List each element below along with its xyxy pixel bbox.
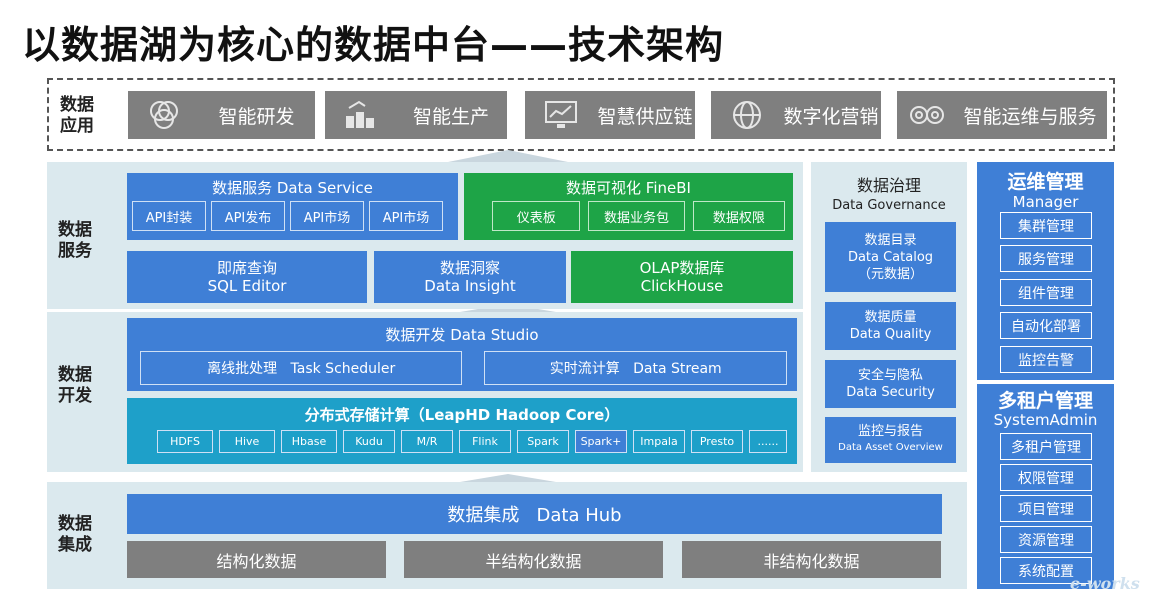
- asset-line2: Data Asset Overview: [838, 442, 943, 453]
- api-chip[interactable]: API市场: [369, 201, 443, 231]
- sysadmin-item[interactable]: 系统配置: [1000, 557, 1092, 584]
- security-line1: 安全与隐私: [857, 368, 923, 383]
- manager-item[interactable]: 自动化部署: [1000, 312, 1092, 339]
- engine-chip[interactable]: Hive: [219, 430, 275, 453]
- manager-item[interactable]: 组件管理: [1000, 279, 1092, 306]
- sysadmin-item[interactable]: 权限管理: [1000, 464, 1092, 491]
- source-unstructured[interactable]: 非结构化数据: [682, 541, 941, 578]
- api-chip[interactable]: API封装: [132, 201, 206, 231]
- arrow-up-icon: [448, 304, 568, 314]
- app-label: 智能运维与服务: [963, 105, 1097, 128]
- manager-subtitle: Manager: [1012, 193, 1079, 211]
- data-studio-title: 数据开发 Data Studio: [385, 326, 539, 344]
- app-label: 智慧供应链: [597, 105, 693, 128]
- arrow-up-icon: [448, 150, 568, 162]
- manager-item[interactable]: 监控告警: [1000, 346, 1092, 373]
- data-insight-line2: Data Insight: [424, 277, 516, 295]
- app-operations[interactable]: 智能运维与服务: [897, 91, 1107, 139]
- engine-chip[interactable]: Hbase: [281, 430, 337, 453]
- security-line2: Data Security: [846, 385, 935, 400]
- page-title: 以数据湖为核心的数据中台——技术架构: [22, 23, 725, 67]
- storage-box[interactable]: 分布式存储计算（LeapHD Hadoop Core） HDFS Hive Hb…: [127, 398, 797, 464]
- finebi-chip[interactable]: 仪表板: [492, 201, 581, 231]
- source-structured[interactable]: 结构化数据: [127, 541, 386, 578]
- data-quality-box[interactable]: 数据质量 Data Quality: [825, 302, 956, 350]
- watermark-logo: e-works: [1070, 574, 1140, 593]
- finebi-box[interactable]: 数据可视化 FineBI 仪表板 数据业务包 数据权限: [464, 173, 793, 240]
- data-catalog-box[interactable]: 数据目录 Data Catalog （元数据）: [825, 222, 956, 292]
- app-label: 数字化营销: [783, 105, 879, 128]
- finebi-title: 数据可视化 FineBI: [566, 178, 691, 197]
- engine-chip[interactable]: ......: [749, 430, 787, 453]
- data-service-title: 数据服务 Data Service: [212, 178, 373, 197]
- catalog-line1: 数据目录: [864, 232, 917, 248]
- app-marketing[interactable]: 数字化营销: [711, 91, 881, 139]
- manager-item[interactable]: 集群管理: [1000, 212, 1092, 239]
- row-label-service: 数据 服务: [58, 220, 92, 261]
- engine-chip[interactable]: Presto: [691, 430, 743, 453]
- data-asset-overview-box[interactable]: 监控与报告 Data Asset Overview: [825, 417, 956, 463]
- engine-chip[interactable]: Kudu: [343, 430, 395, 453]
- data-insight-line1: 数据洞察: [439, 259, 500, 277]
- data-insight-box[interactable]: 数据洞察 Data Insight: [374, 251, 566, 303]
- sysadmin-item[interactable]: 项目管理: [1000, 495, 1092, 522]
- governance-subtitle: Data Governance: [832, 197, 946, 213]
- olap-box[interactable]: OLAP数据库 ClickHouse: [571, 251, 793, 303]
- engine-chip[interactable]: Spark: [517, 430, 569, 453]
- data-service-box[interactable]: 数据服务 Data Service API封装 API发布 API市场 API市…: [127, 173, 458, 240]
- source-semi-structured[interactable]: 半结构化数据: [404, 541, 663, 578]
- api-chip[interactable]: API市场: [290, 201, 364, 231]
- sql-editor-line1: 即席查询: [216, 259, 277, 277]
- sql-editor-box[interactable]: 即席查询 SQL Editor: [127, 251, 367, 303]
- finebi-chip[interactable]: 数据权限: [692, 201, 785, 231]
- app-supply-chain[interactable]: 智慧供应链: [525, 91, 695, 139]
- engine-chip[interactable]: HDFS: [157, 430, 213, 453]
- engine-chip[interactable]: Flink: [459, 430, 511, 453]
- task-scheduler-box[interactable]: 离线批处理 Task Scheduler: [140, 351, 463, 385]
- sysadmin-subtitle: SystemAdmin: [993, 411, 1098, 429]
- engine-chip[interactable]: Impala: [633, 430, 685, 453]
- catalog-line3: （元数据）: [857, 266, 923, 282]
- data-hub-box[interactable]: 数据集成 Data Hub: [127, 494, 942, 534]
- manager-title: 运维管理: [1007, 170, 1084, 193]
- finebi-chip[interactable]: 数据业务包: [588, 201, 685, 231]
- data-studio-box[interactable]: 数据开发 Data Studio 离线批处理 Task Scheduler 实时…: [127, 318, 797, 391]
- governance-title: 数据治理: [856, 176, 921, 195]
- manager-item[interactable]: 服务管理: [1000, 245, 1092, 272]
- arrow-up-icon: [448, 474, 568, 484]
- globe-icon: [725, 97, 769, 133]
- gears-icon: [905, 97, 949, 133]
- sysadmin-item[interactable]: 多租户管理: [1000, 433, 1092, 460]
- sysadmin-item[interactable]: 资源管理: [1000, 526, 1092, 553]
- app-label: 智能生产: [412, 105, 489, 128]
- engine-chip[interactable]: Spark+: [575, 430, 627, 453]
- venn-circles-icon: [142, 97, 186, 133]
- app-label: 智能研发: [218, 105, 295, 128]
- olap-line2: ClickHouse: [640, 277, 724, 295]
- asset-line1: 监控与报告: [857, 424, 923, 439]
- row-label-dev: 数据 开发: [58, 365, 92, 406]
- sql-editor-line2: SQL Editor: [207, 277, 287, 295]
- sysadmin-title: 多租户管理: [997, 389, 1093, 412]
- app-rd[interactable]: 智能研发: [128, 91, 315, 139]
- olap-line1: OLAP数据库: [639, 259, 725, 277]
- api-chip[interactable]: API发布: [211, 201, 285, 231]
- row-label-apps: 数据 应用: [60, 95, 94, 136]
- monitor-chart-icon: [539, 97, 583, 133]
- quality-line2: Data Quality: [849, 327, 932, 342]
- factory-tools-icon: [339, 97, 383, 133]
- data-security-box[interactable]: 安全与隐私 Data Security: [825, 360, 956, 408]
- catalog-line2: Data Catalog: [847, 249, 934, 265]
- engine-chip[interactable]: M/R: [401, 430, 453, 453]
- apps-row: [47, 78, 1115, 151]
- row-label-integration: 数据 集成: [58, 514, 92, 555]
- quality-line1: 数据质量: [864, 310, 917, 325]
- storage-title: 分布式存储计算（LeapHD Hadoop Core）: [304, 405, 620, 424]
- app-production[interactable]: 智能生产: [325, 91, 507, 139]
- data-stream-box[interactable]: 实时流计算 Data Stream: [484, 351, 787, 385]
